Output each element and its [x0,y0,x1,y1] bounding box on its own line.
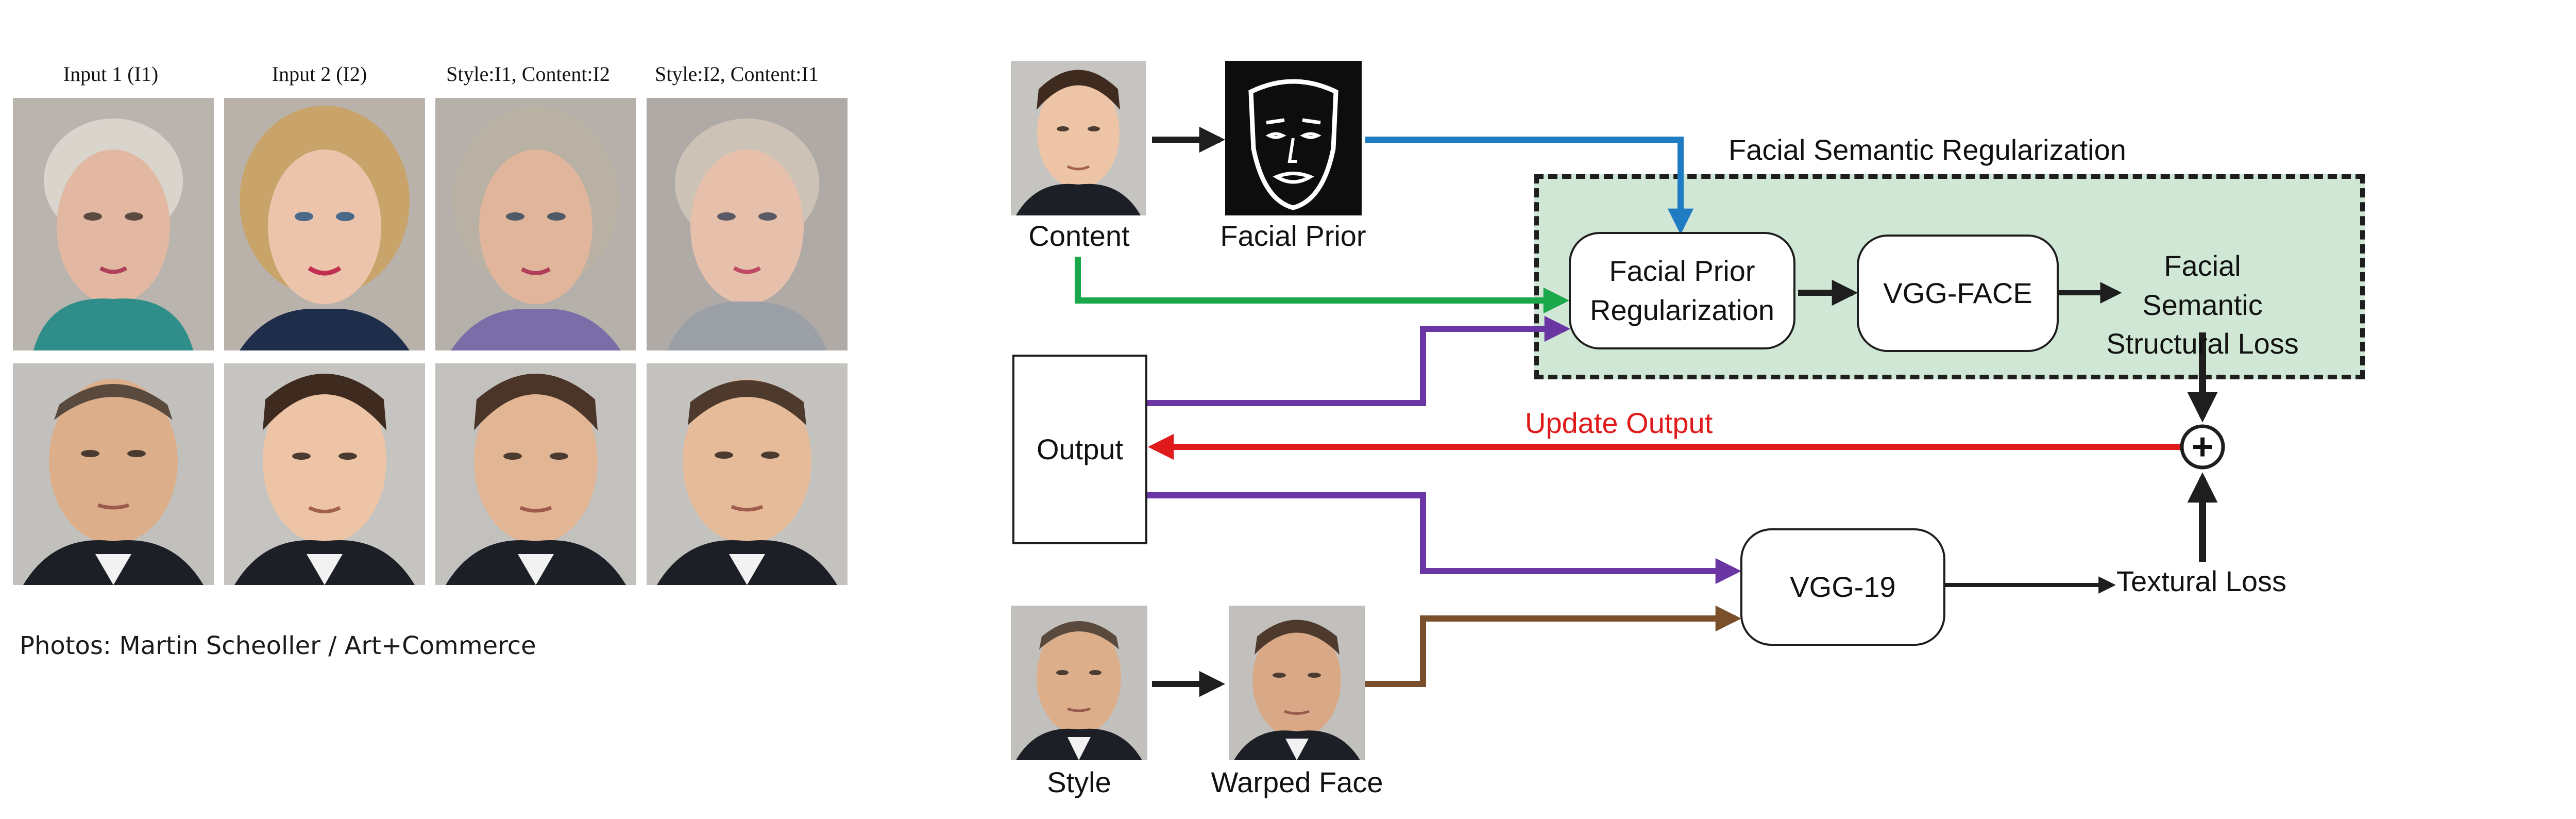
arrow-output-to-vgg19 [1146,492,1742,584]
photo-row2-input-2 [224,363,425,585]
photo-row2-style-i2-content-i1 [647,363,848,585]
photo-credit: Photos: Martin Scheoller / Art+Commerce [20,631,536,660]
photo-row1-input-1 [13,98,214,350]
warped-face-label: Warped Face [1211,766,1383,798]
facial-prior-label: Facial Prior [1220,220,1366,252]
style-label: Style [1047,766,1111,798]
textural-loss-label: Textural Loss [2116,565,2286,597]
photo-row2-style-i1-content-i2 [435,363,636,585]
photo-row2-input-1 [13,363,214,585]
arrow-output-to-regularization [1146,315,1571,406]
update-output-label: Update Output [1525,407,1713,439]
region-title: Facial Semantic Regularization [1728,133,2126,166]
facial-semantic-structural-loss-label: Facial Semantic Structural Loss [2106,249,2299,360]
plus-icon: + [2191,426,2214,467]
column-label-style-i2-content-i1: Style:I2, Content:I1 [655,62,819,86]
arrow-facial-prior-to-regularization [1365,137,1694,235]
style-image [1011,606,1147,760]
column-label-input-1: Input 1 (I1) [63,62,159,86]
output-node: Output [1012,355,1147,544]
arrow-content-to-regularization [1075,257,1570,314]
photo-row1-style-i1-content-i2 [435,98,636,350]
sum-node [2180,424,2225,470]
arrow-warped-face-to-vgg19 [1365,605,1742,687]
photo-row1-style-i2-content-i1 [647,98,848,350]
warped-face-image [1229,606,1365,760]
column-label-input-2: Input 2 (I2) [272,62,367,86]
photo-row1-input-2 [224,98,425,350]
content-label: Content [1028,220,1130,252]
facial-prior-regularization-node: Facial Prior Regularization [1569,232,1795,349]
content-image [1011,61,1146,215]
vgg-face-node: VGG-FACE [1857,235,2059,352]
column-label-style-i1-content-i2: Style:I1, Content:I2 [446,62,610,86]
vgg19-node: VGG-19 [1740,528,1945,646]
facial-prior-image [1225,61,1362,215]
